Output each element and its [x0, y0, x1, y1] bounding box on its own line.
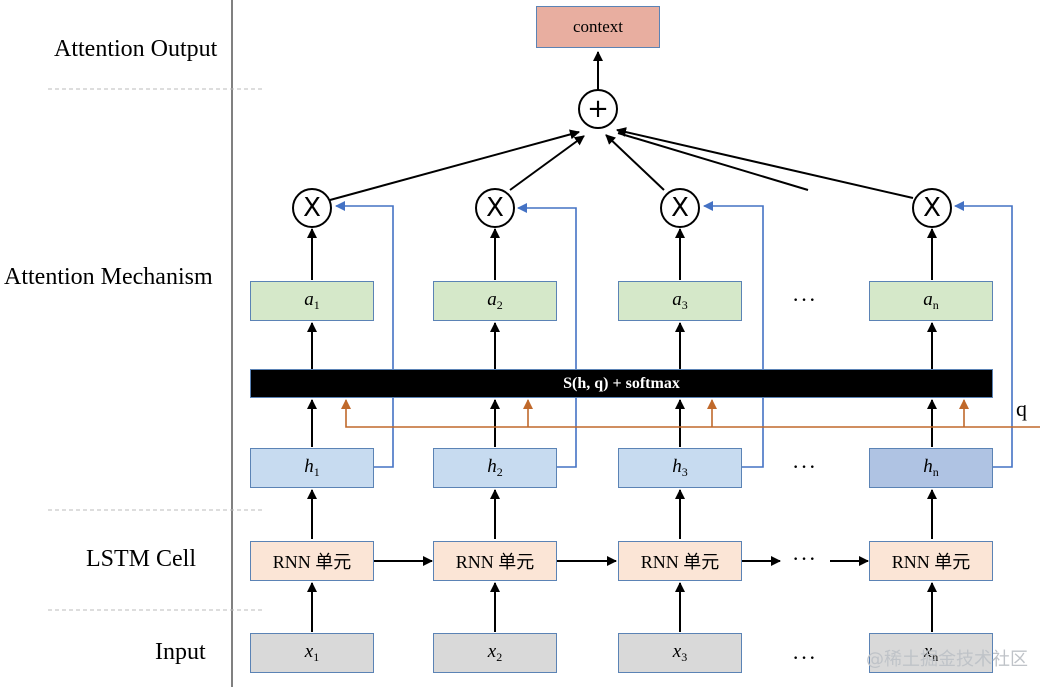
hidden-state-box: h3	[618, 448, 742, 488]
rnn-cell-box: RNN 单元	[433, 541, 557, 581]
multiply-operator-icon: X	[912, 188, 952, 228]
layer-label-mechanism: Attention Mechanism	[4, 264, 213, 290]
attention-weight-box: a2	[433, 281, 557, 321]
rnn-cell-box: RNN 单元	[869, 541, 993, 581]
context-box: context	[536, 6, 660, 48]
context-label: context	[572, 17, 624, 36]
ellipsis: ···	[792, 645, 817, 670]
multiply-operator-icon: X	[660, 188, 700, 228]
query-label: q	[1016, 396, 1027, 421]
input-box: x1	[250, 633, 374, 673]
rnn-cell-box: RNN 单元	[618, 541, 742, 581]
query-arrows	[341, 399, 1040, 428]
input-box: x3	[618, 633, 742, 673]
hidden-state-box: h1	[250, 448, 374, 488]
input-box: xn	[869, 633, 993, 673]
multiply-operator-icon: X	[475, 188, 515, 228]
sum-operator-icon: +	[578, 89, 618, 129]
ellipsis: ···	[792, 454, 817, 479]
ellipsis: ···	[792, 546, 817, 571]
hidden-state-box: hn	[869, 448, 993, 488]
attention-weight-box: an	[869, 281, 993, 321]
watermark: @稀土掘金技术社区	[866, 649, 1028, 670]
column-arrows	[307, 51, 937, 632]
layer-label-lstm: LSTM Cell	[86, 546, 197, 572]
input-box: x2	[433, 633, 557, 673]
score-softmax-bar: S(h, q) + softmax	[250, 369, 993, 398]
attention-weight-box: a3	[618, 281, 742, 321]
layer-label-input: Input	[155, 639, 206, 665]
layer-label-output: Attention Output	[54, 36, 218, 62]
ellipsis: ···	[792, 287, 817, 312]
multiply-operator-icon: X	[292, 188, 332, 228]
rnn-cell-box: RNN 单元	[250, 541, 374, 581]
hidden-state-box: h2	[433, 448, 557, 488]
score-label: S(h, q) + softmax	[563, 374, 680, 392]
attention-weight-box: a1	[250, 281, 374, 321]
hidden-skip-arrows	[335, 201, 1013, 468]
